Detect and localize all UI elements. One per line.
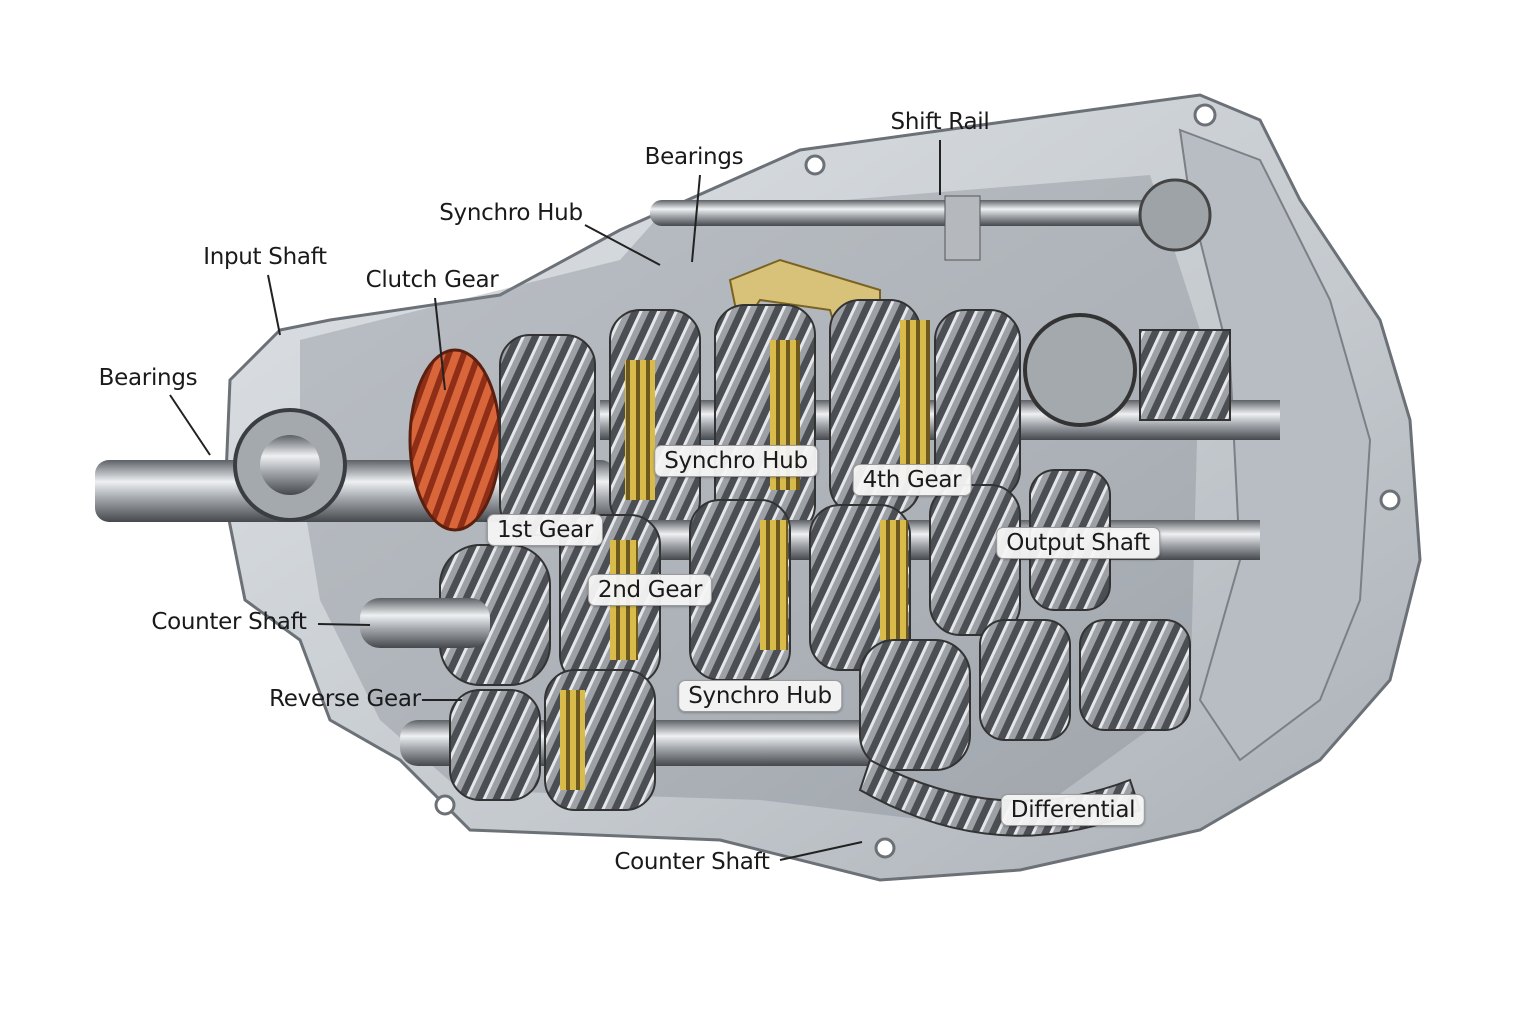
counter-shaft-end <box>360 598 490 648</box>
label-synchro-hub-top: Synchro Hub <box>439 200 583 226</box>
label-differential: Differential <box>1000 794 1146 826</box>
label-output-shaft: Output Shaft <box>996 527 1160 559</box>
lower-gear-stack <box>449 619 1191 811</box>
label-synchro-hub-mid: Synchro Hub <box>654 445 818 477</box>
label-4th-gear: 4th Gear <box>852 464 972 496</box>
label-reverse-gear: Reverse Gear <box>269 686 421 712</box>
label-input-shaft: Input Shaft <box>203 244 327 270</box>
middle-gear-stack <box>439 469 1111 686</box>
rail-bearing <box>1138 178 1212 252</box>
leader-lines <box>169 140 941 861</box>
shift-rail <box>650 200 1170 226</box>
label-synchro-hub-low: Synchro Hub <box>678 680 842 712</box>
label-shift-rail: Shift Rail <box>890 109 990 135</box>
label-bearings-left: Bearings <box>98 365 198 391</box>
label-counter-shaft-bottom: Counter Shaft <box>614 849 770 875</box>
label-bearings-top: Bearings <box>644 144 744 170</box>
label-clutch-gear: Clutch Gear <box>365 267 499 293</box>
clutch-gear <box>408 348 502 532</box>
label-2nd-gear: 2nd Gear <box>587 574 713 606</box>
label-1st-gear: 1st Gear <box>486 514 604 546</box>
label-counter-shaft-left: Counter Shaft <box>151 609 307 635</box>
shift-fork <box>944 195 981 261</box>
